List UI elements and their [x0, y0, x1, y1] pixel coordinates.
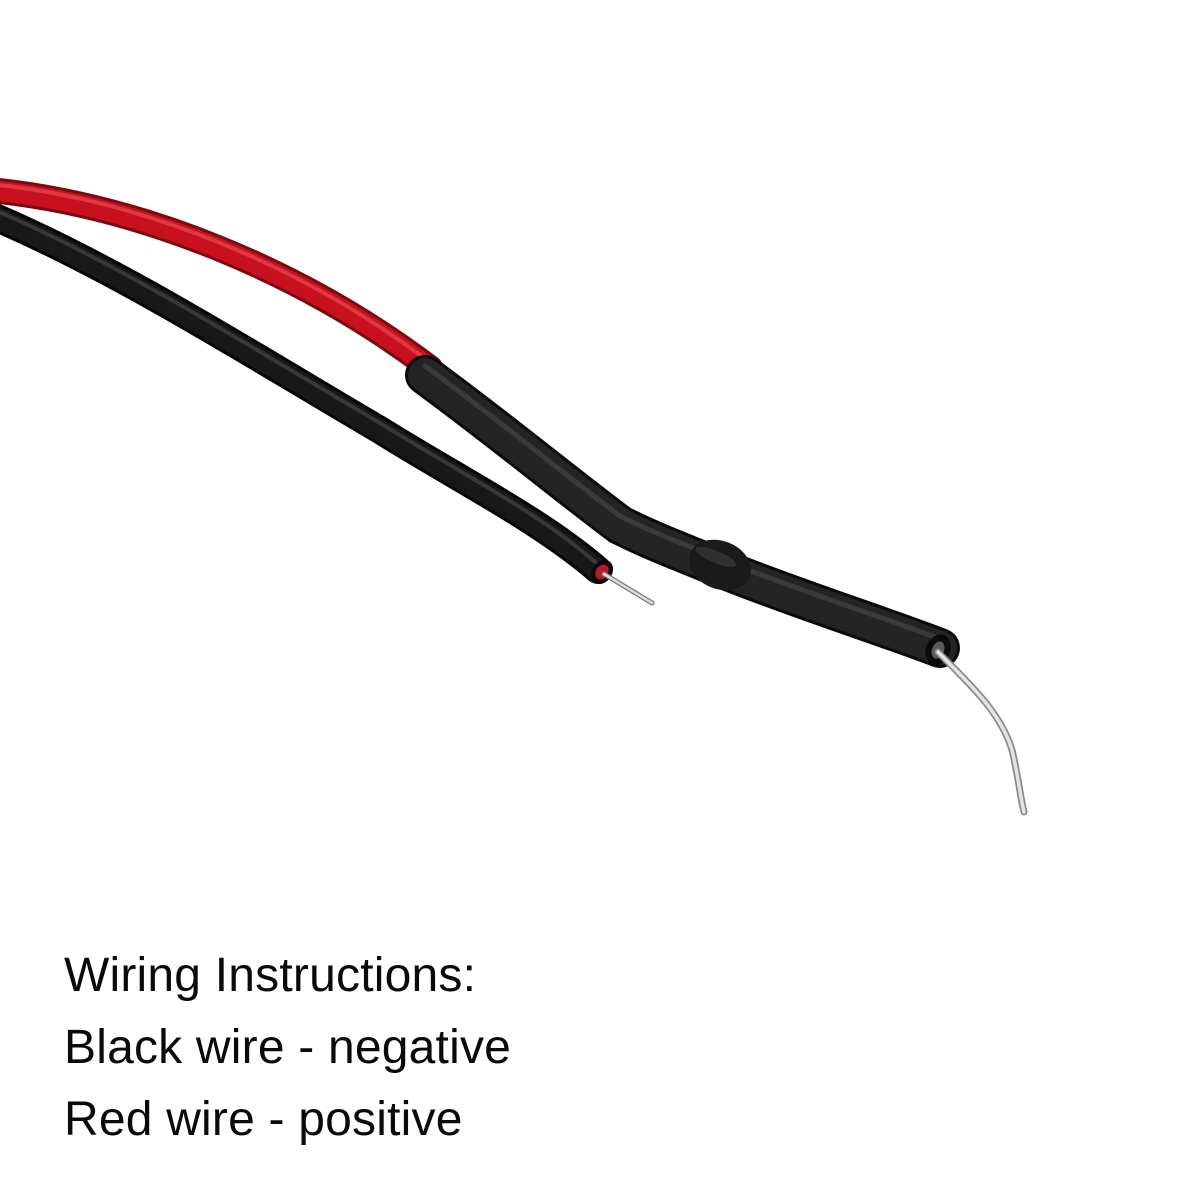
black-wire-instruction: Black wire - negative	[64, 1021, 512, 1074]
instructions-heading: Wiring Instructions:	[64, 949, 477, 1002]
red-wire-instruction: Red wire - positive	[64, 1093, 463, 1146]
black-wire-conductor	[601, 571, 655, 606]
black-wire	[0, 204, 614, 585]
red-wire-conductor	[934, 648, 1028, 816]
wiring-instructions: Wiring Instructions: Black wire - negati…	[64, 940, 511, 1156]
red-wire	[0, 178, 443, 381]
heat-shrink-sleeve	[405, 355, 960, 668]
